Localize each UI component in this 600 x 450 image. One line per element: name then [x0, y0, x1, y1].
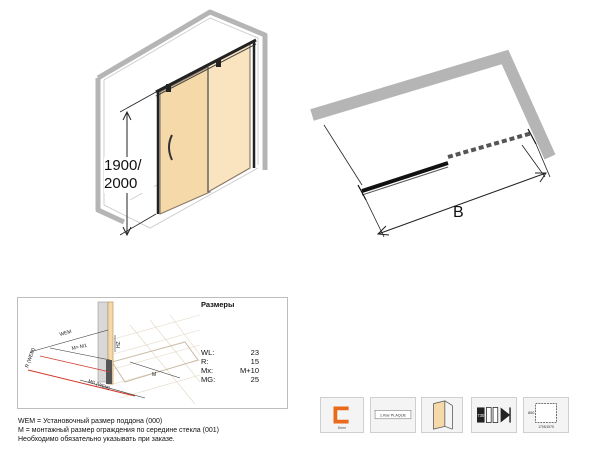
specs-title: Размеры — [201, 300, 235, 309]
height-label: 1900/ 2000 — [104, 157, 154, 193]
spec-value: 25 — [250, 375, 259, 384]
spec-value: 23 — [250, 348, 259, 357]
height-label-line1: 1900/ — [104, 157, 142, 174]
specs-table: WL: 23 R: 15 Mx: M+10 MG: 25 — [201, 348, 259, 384]
dimension-range-icon: 800 1705/1575 — [523, 397, 569, 433]
spec-key: Mx: — [201, 366, 214, 375]
spec-row-mx: Mx: M+10 — [201, 366, 259, 375]
shower-iso-view — [90, 0, 280, 245]
spec-key: WL: — [201, 348, 215, 357]
dimensions-panel: WEM M= M1 R (WEM) HZ M MG (WEM) Размеры … — [17, 297, 288, 409]
sliding-door-icon: 730 — [471, 397, 517, 433]
coating-label: 1.Klar PLAQUE — [380, 413, 407, 417]
spec-key: R: — [201, 357, 209, 366]
plan-view — [300, 45, 570, 250]
label-r: R (WEM) — [24, 347, 37, 369]
note-wem: WEM = Установочный размер поддона (000) — [18, 418, 163, 425]
spec-row-wl: WL: 23 — [201, 348, 259, 357]
spec-row-r: R: 15 — [201, 357, 259, 366]
spec-value: 15 — [250, 357, 259, 366]
profile-color-icon: 8mm — [320, 397, 364, 433]
dimensions-drawing: WEM M= M1 R (WEM) HZ M MG (WEM) — [24, 301, 200, 405]
note-m: M = монтажный размер ограждения по серед… — [18, 427, 219, 434]
dimension-range-label: 800 — [528, 411, 534, 415]
width-label-b: B — [453, 204, 464, 221]
height-label-line2: 2000 — [104, 175, 138, 192]
label-hz: HZ — [116, 341, 122, 348]
label-m: M — [152, 372, 156, 378]
door-glass-icon — [421, 397, 463, 433]
spec-value: M+10 — [240, 366, 259, 375]
sliding-door-label: 730 — [477, 413, 485, 418]
notes-block: WEM = Установочный размер поддона (000) … — [18, 417, 219, 444]
coating-icon: 1.Klar PLAQUE — [370, 397, 416, 433]
profile-color-label: 8mm — [338, 426, 346, 430]
label-wem: WEM — [59, 329, 72, 338]
note-order: Необходимо обязательно указывать при зак… — [18, 436, 175, 443]
label-m-m1: M= M1 — [71, 343, 88, 352]
dimension-range-sub: 1705/1575 — [538, 425, 554, 429]
spec-key: MG: — [201, 375, 216, 384]
spec-row-mg: MG: 25 — [201, 375, 259, 384]
